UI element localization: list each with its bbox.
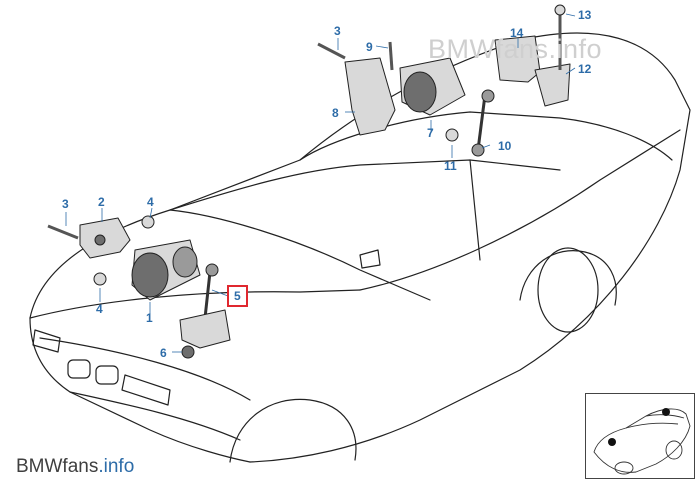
callout-3-rear: 3: [334, 24, 341, 38]
bracket-8: [344, 57, 396, 136]
callout-13: 13: [578, 8, 592, 22]
hood-crease: [169, 209, 431, 301]
callout-6: 6: [160, 346, 167, 360]
grille-kidney: [67, 359, 91, 379]
linkage-rod-5: [203, 271, 212, 319]
locator-inset: [585, 393, 695, 479]
door-line: [469, 159, 481, 261]
hood-front-edge: [29, 289, 361, 319]
nut-4-top: [141, 215, 155, 229]
brand-logo: BMWfans.info: [16, 456, 134, 478]
locator-dot-rear: [662, 408, 670, 416]
linkage-rod-10: [476, 94, 487, 151]
callout-12: 12: [578, 62, 592, 76]
callout-2: 2: [98, 195, 105, 209]
callout-9: 9: [366, 40, 373, 54]
bumper-line: [69, 391, 241, 441]
callout-11: 11: [444, 159, 457, 173]
callout-4-top: 4: [147, 195, 154, 209]
nut-4-bottom: [93, 272, 107, 286]
watermark-suffix: fans.info: [495, 34, 603, 64]
callout-14: 14: [510, 26, 524, 40]
locator-dot-front: [608, 438, 616, 446]
grille-kidney: [95, 365, 119, 385]
lever-6: [179, 309, 231, 349]
brand-suffix: .info: [98, 456, 135, 477]
watermark-prefix: BMW: [428, 34, 496, 64]
screw-3-rear: [317, 42, 346, 60]
screw-3-front: [47, 224, 79, 240]
front-wheel-arch: [229, 398, 357, 463]
callout-10: 10: [498, 139, 512, 153]
callout-1: 1: [146, 311, 153, 325]
rear-wheel-arch: [519, 250, 617, 306]
headlight-left: [32, 329, 61, 353]
mirror: [359, 249, 381, 269]
grille-line: [39, 337, 251, 401]
roof-line: [299, 111, 673, 161]
watermark: BMWfans.info: [428, 34, 602, 65]
brand-prefix: BMWfans: [16, 456, 99, 477]
lever-12: [534, 63, 571, 107]
nut-6: [181, 345, 195, 359]
callout-5-highlighted: 5: [227, 285, 248, 307]
car-body-outline: [29, 32, 691, 463]
callout-4-bottom: 4: [96, 302, 103, 316]
nut-11: [445, 128, 459, 142]
callout-7: 7: [427, 126, 434, 140]
locator-car-thumbnail: [593, 408, 691, 475]
side-crease: [359, 129, 681, 291]
rear-wheel: [537, 247, 599, 333]
screw-9: [388, 41, 394, 71]
windshield: [169, 159, 561, 211]
headlight-right: [121, 374, 171, 406]
bracket-14: [494, 35, 541, 83]
callout-8: 8: [332, 106, 339, 120]
callout-3-front: 3: [62, 197, 69, 211]
